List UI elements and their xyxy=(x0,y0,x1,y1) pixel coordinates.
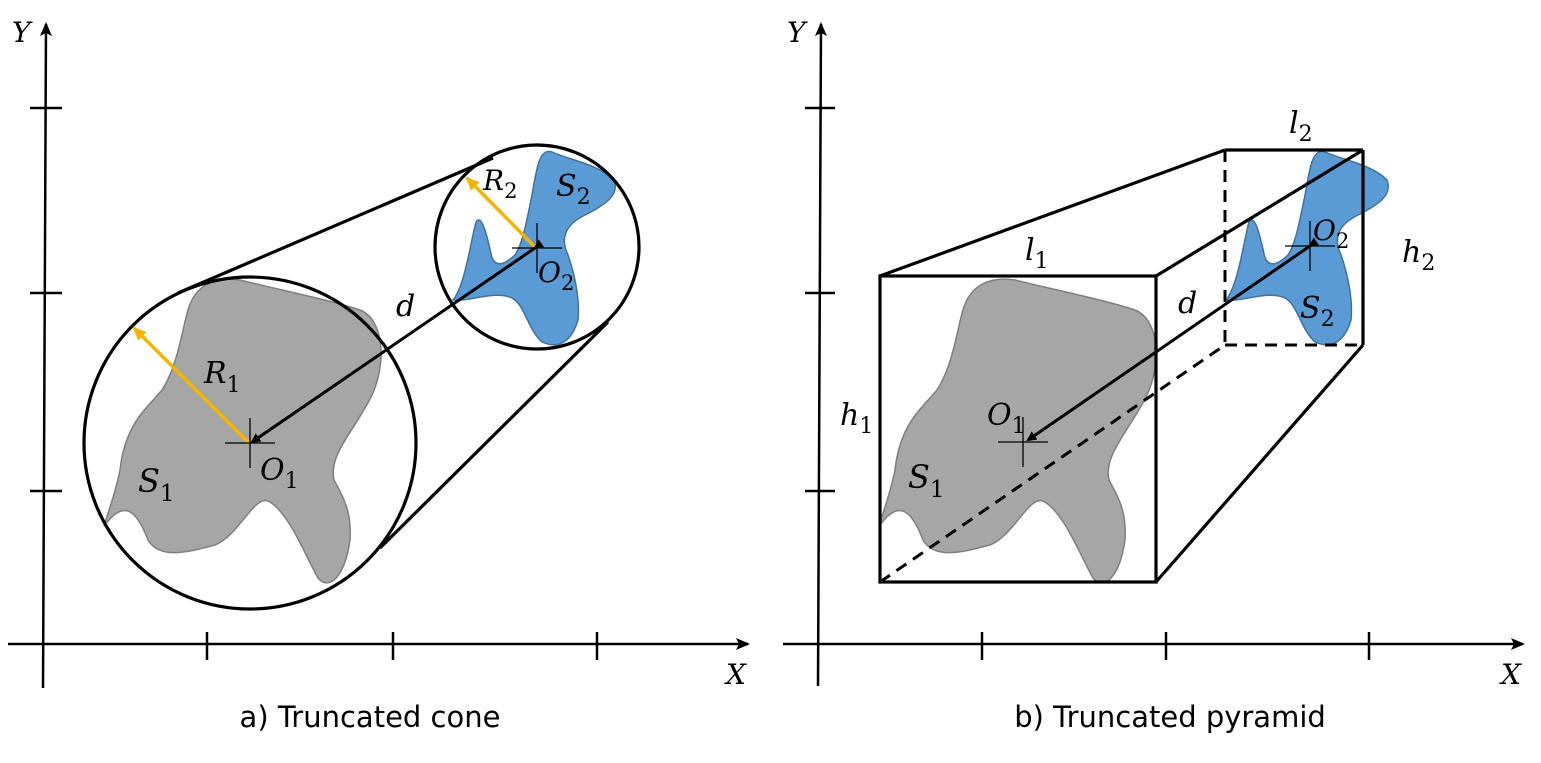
y-axis-a xyxy=(39,22,52,689)
label-o1-b: O1 xyxy=(987,398,1026,439)
label-l2: l2 xyxy=(1289,106,1313,147)
label-h2: h2 xyxy=(1402,235,1435,276)
shape-s1-a xyxy=(103,278,382,584)
distance-d-vector-b xyxy=(1026,237,1320,442)
tangent-bottom-a xyxy=(378,320,610,550)
label-s2-b: S2 xyxy=(1300,291,1335,332)
label-o2-b: O2 xyxy=(1313,214,1349,253)
panel-b: Y X l1 l2 h1 h2 S1 S2 O1 O2 d b) Truncat… xyxy=(783,16,1525,734)
side-edge-top-left xyxy=(879,148,1226,278)
label-o1-a: O1 xyxy=(260,453,299,494)
label-d-b: d xyxy=(1178,286,1197,321)
x-axis-label-a: X xyxy=(724,658,747,691)
radius-r2-arrow xyxy=(465,176,537,249)
distance-d-vector-a xyxy=(250,239,545,444)
x-axis-label-b: X xyxy=(1499,658,1522,691)
caption-b: b) Truncated pyramid xyxy=(1014,700,1326,734)
tangent-top-a xyxy=(177,156,494,295)
label-d-a: d xyxy=(396,289,415,324)
y-axis-b xyxy=(814,22,827,687)
label-r1: R1 xyxy=(203,356,241,398)
label-s1-b: S1 xyxy=(908,458,945,503)
radius-r1-arrow xyxy=(132,326,251,445)
label-h1: h1 xyxy=(840,398,873,439)
y-axis-label-a: Y xyxy=(12,16,33,49)
side-edge-bottom-right xyxy=(1154,343,1365,584)
panel-a: Y X R1 R2 S1 S2 O1 O2 d a) Truncated con… xyxy=(8,16,750,734)
label-l1: l1 xyxy=(1025,233,1049,274)
y-axis-label-b: Y xyxy=(787,16,808,49)
caption-a: a) Truncated cone xyxy=(240,700,501,734)
label-s1-a: S1 xyxy=(138,462,175,507)
label-r2: R2 xyxy=(482,164,517,203)
label-s2-a: S2 xyxy=(556,169,591,210)
label-o2-a: O2 xyxy=(538,256,574,295)
